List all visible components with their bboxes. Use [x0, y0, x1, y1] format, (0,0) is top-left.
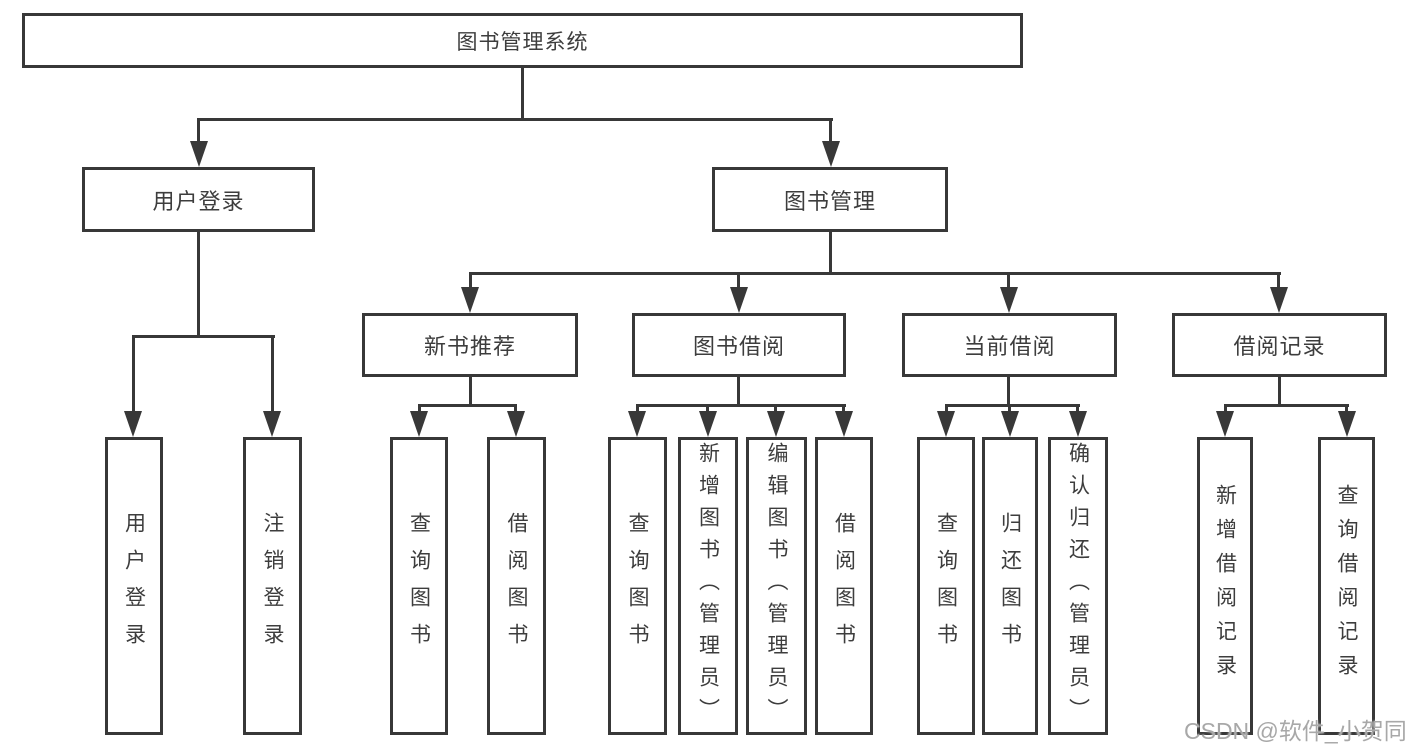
leaf-br-query-record-label: 查询借阅记录	[1335, 484, 1358, 688]
leaf-bb-add-books: 新增图书（管理员）	[678, 437, 738, 735]
connector-line	[418, 404, 517, 407]
arrow-down-icon	[410, 411, 428, 437]
connector-line	[197, 118, 200, 144]
leaf-cb-confirm-return: 确认归还（管理员）	[1048, 437, 1108, 735]
leaf-bb-borrow-books-label: 借阅图书	[832, 512, 856, 660]
leaf-user-login-label: 用户登录	[122, 512, 146, 660]
node-current-borrow-label: 当前借阅	[963, 334, 1056, 359]
arrow-down-icon	[1001, 411, 1019, 437]
connector-line	[774, 404, 777, 416]
node-book-management-label: 图书管理	[783, 188, 876, 214]
connector-line	[1007, 272, 1010, 292]
connector-line	[132, 335, 135, 415]
arrow-down-icon	[1270, 287, 1288, 313]
connector-line	[829, 118, 832, 144]
connector-line	[521, 68, 524, 121]
arrow-down-icon	[1069, 411, 1087, 437]
connector-line	[1224, 404, 1349, 407]
leaf-bb-query-books-label: 查询图书	[626, 512, 649, 660]
connector-line	[1076, 404, 1079, 416]
connector-line	[1224, 404, 1227, 416]
leaf-user-login: 用户登录	[105, 437, 163, 735]
node-new-book-recommend-label: 新书推荐	[423, 334, 516, 359]
leaf-bb-edit-books: 编辑图书（管理员）	[746, 437, 807, 735]
leaf-cb-query-books: 查询图书	[917, 437, 975, 735]
arrow-down-icon	[730, 287, 748, 313]
node-borrow-records: 借阅记录	[1172, 313, 1387, 377]
leaf-logout: 注销登录	[243, 437, 302, 735]
connector-line	[197, 118, 833, 121]
connector-line	[271, 335, 274, 415]
connector-line	[469, 377, 472, 407]
connector-line	[418, 404, 421, 416]
leaf-cb-query-books-label: 查询图书	[934, 512, 958, 660]
leaf-bb-edit-books-label: 编辑图书（管理员）	[765, 442, 788, 730]
node-book-management: 图书管理	[712, 167, 948, 232]
node-user-login: 用户登录	[82, 167, 315, 232]
node-root: 图书管理系统	[22, 13, 1023, 68]
node-user-login-label: 用户登录	[152, 188, 245, 214]
node-current-borrow: 当前借阅	[902, 313, 1117, 377]
connector-line	[945, 404, 948, 416]
arrow-down-icon	[1338, 411, 1356, 437]
leaf-cb-confirm-return-label: 确认归还（管理员）	[1066, 442, 1090, 730]
leaf-bb-query-books: 查询图书	[608, 437, 667, 735]
leaf-nb-borrow-books-label: 借阅图书	[505, 512, 528, 660]
connector-line	[945, 404, 1080, 407]
arrow-down-icon	[1216, 411, 1234, 437]
node-book-borrow: 图书借阅	[632, 313, 846, 377]
leaf-br-add-record-label: 新增借阅记录	[1213, 484, 1237, 688]
arrow-down-icon	[124, 411, 142, 437]
connector-line	[469, 272, 472, 292]
connector-line	[829, 232, 832, 275]
connector-line	[636, 404, 846, 407]
arrow-down-icon	[507, 411, 525, 437]
connector-line	[132, 335, 275, 338]
node-borrow-records-label: 借阅记录	[1233, 334, 1326, 359]
connector-line	[469, 272, 1281, 275]
arrow-down-icon	[628, 411, 646, 437]
connector-line	[706, 404, 709, 416]
arrow-down-icon	[1000, 287, 1018, 313]
node-book-borrow-label: 图书借阅	[692, 334, 785, 359]
arrow-down-icon	[263, 411, 281, 437]
leaf-bb-add-books-label: 新增图书（管理员）	[696, 442, 720, 730]
connector-line	[636, 404, 639, 416]
leaf-br-query-record: 查询借阅记录	[1318, 437, 1375, 735]
leaf-nb-borrow-books: 借阅图书	[487, 437, 546, 735]
arrow-down-icon	[767, 411, 785, 437]
connector-line	[842, 404, 845, 416]
leaf-cb-return-books: 归还图书	[982, 437, 1038, 735]
arrow-down-icon	[835, 411, 853, 437]
leaf-logout-label: 注销登录	[261, 512, 284, 660]
connector-line	[1008, 404, 1011, 416]
leaf-bb-borrow-books: 借阅图书	[815, 437, 873, 735]
arrow-down-icon	[937, 411, 955, 437]
arrow-down-icon	[190, 141, 208, 167]
leaf-nb-query-books: 查询图书	[390, 437, 448, 735]
leaf-br-add-record: 新增借阅记录	[1197, 437, 1253, 735]
connector-line	[737, 272, 740, 292]
connector-line	[197, 232, 200, 337]
arrow-down-icon	[699, 411, 717, 437]
connector-line	[1277, 272, 1280, 292]
arrow-down-icon	[461, 287, 479, 313]
connector-line	[1345, 404, 1348, 416]
leaf-nb-query-books-label: 查询图书	[407, 512, 431, 660]
arrow-down-icon	[822, 141, 840, 167]
node-root-label: 图书管理系统	[456, 30, 589, 54]
leaf-cb-return-books-label: 归还图书	[998, 512, 1022, 660]
connector-line	[1278, 377, 1281, 407]
connector-line	[737, 377, 740, 407]
connector-line	[1007, 377, 1010, 407]
node-new-book-recommend: 新书推荐	[362, 313, 578, 377]
csdn-watermark: CSDN @软件_小贺同学	[1184, 718, 1405, 744]
connector-line	[514, 404, 517, 416]
